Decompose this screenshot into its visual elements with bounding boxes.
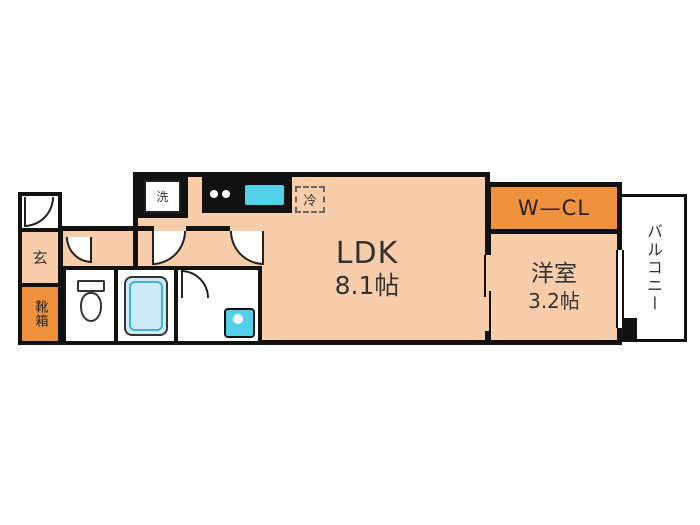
balcony-label: バルコニー	[644, 223, 663, 313]
room-balcony: バルコニー	[619, 194, 687, 342]
bedroom-name-label: 洋室	[531, 261, 577, 288]
washbasin-faucet-icon	[233, 314, 243, 324]
bedroom-size-label: 3.2帖	[528, 288, 580, 313]
fridge-label: 冷	[303, 194, 317, 209]
stove-burner-icon	[222, 190, 230, 198]
bathtub-inner-icon	[129, 281, 163, 331]
corridor-wall	[186, 226, 230, 231]
ldk-size-label: 8.1帖	[334, 270, 400, 300]
stove-burner-icon	[210, 190, 218, 198]
balcony-step	[622, 318, 637, 342]
ldk-label: LDK 8.1帖	[272, 233, 462, 305]
sliding-door-line	[484, 255, 486, 297]
corridor-wall	[138, 226, 154, 231]
toilet-bowl-icon	[80, 292, 102, 322]
shoebox: 靴箱	[18, 283, 62, 345]
sliding-door	[485, 255, 492, 331]
washer-label: 洗	[156, 190, 169, 204]
room-wcl: W—CL	[486, 182, 622, 234]
toilet-tank-icon	[77, 280, 105, 292]
ldk-name-label: LDK	[335, 236, 399, 272]
kitchen-sink-icon	[243, 183, 286, 207]
wcl-label: W—CL	[517, 196, 591, 220]
entrance-label: 玄	[32, 249, 48, 267]
fridge-icon: 冷	[295, 186, 325, 213]
window-sliding-door	[616, 250, 624, 328]
sliding-door-line	[489, 291, 491, 331]
washing-machine-icon: 洗	[144, 180, 181, 213]
room-bedroom: 洋室 3.2帖	[486, 229, 622, 345]
room-entrance: 玄	[18, 228, 62, 287]
shoebox-label: 靴箱	[32, 300, 48, 328]
